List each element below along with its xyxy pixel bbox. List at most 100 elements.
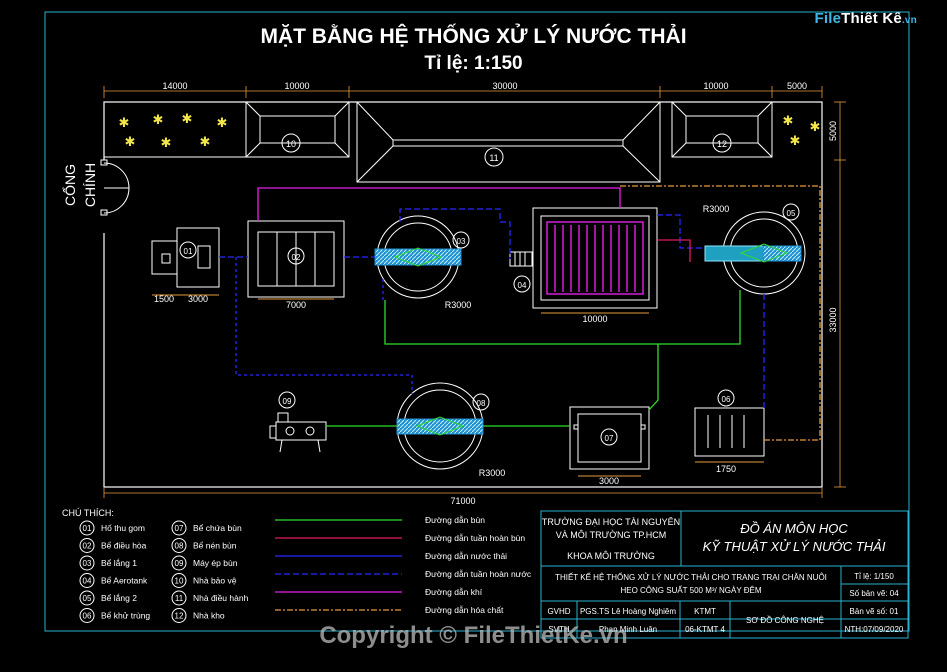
equalization-tank-02 — [247, 220, 345, 300]
legend-item-05: 05 Bể lắng 2 — [79, 590, 137, 606]
line-legend-label: Đường dẫn bùn — [425, 515, 485, 525]
tb-project-2: KỸ THUẬT XỬ LÝ NƯỚC THẢI — [703, 539, 886, 554]
legend-label: Bể Aerotank — [101, 576, 148, 586]
svg-text:✱: ✱ — [119, 115, 130, 130]
primary-clarifier-03 — [374, 215, 470, 299]
svg-text:✱: ✱ — [161, 135, 172, 150]
line-legend-label: Đường dẫn hóa chất — [425, 605, 504, 615]
line-legend-label: Đường dẫn nước thải — [425, 551, 507, 561]
dim-right-big: 33000 — [828, 307, 838, 332]
unit-label-06: 06 — [722, 395, 731, 404]
main-gate — [100, 159, 130, 233]
line-legend-item: Đường dẫn bùn — [275, 515, 485, 525]
legend-label: Nhà điều hành — [193, 593, 249, 603]
legend-number: 10 — [175, 577, 184, 586]
dim-top-3: 30000 — [492, 81, 517, 91]
legend-number: 03 — [83, 559, 92, 568]
unit-label-10: 10 — [286, 139, 296, 149]
unit-label-03: 03 — [457, 237, 466, 246]
line-legend-label: Đường dẫn khí — [425, 587, 483, 597]
tb-date: NTH:07/09/2020 — [845, 625, 904, 634]
copyright-watermark: Copyright © FileThietKe.vn — [319, 622, 628, 649]
dim-07: 3000 — [599, 476, 619, 486]
tb-faculty: KHOA MÔI TRƯỜNG — [567, 551, 655, 561]
tb-scale: Tỉ lệ: 1/150 — [854, 572, 894, 581]
tb-school-2: VÀ MÔI TRƯỜNG TP.HCM — [556, 530, 666, 540]
dim-top-2: 10000 — [284, 81, 309, 91]
legend-number: 08 — [175, 542, 184, 551]
legend-number: 05 — [83, 594, 92, 603]
svg-text:✱: ✱ — [200, 134, 211, 149]
unit-label-08: 08 — [477, 399, 486, 408]
unit-label-01: 01 — [184, 247, 193, 256]
svg-text:✱: ✱ — [810, 119, 821, 134]
legend-label: Bể lắng 2 — [101, 593, 137, 603]
svg-text:✱: ✱ — [125, 134, 136, 149]
unit-label-04: 04 — [518, 281, 527, 290]
aeration-grid — [546, 221, 644, 295]
dim-01a: 1500 — [154, 294, 174, 304]
top-dimension-chain — [103, 86, 823, 98]
unit-label-05: 05 — [787, 209, 796, 218]
tb-gvhd-name: PGS.TS Lê Hoàng Nghiêm — [580, 607, 676, 616]
svg-text:✱: ✱ — [217, 115, 228, 130]
tb-svth-label: SVTH — [548, 625, 570, 634]
line-legend-item: Đường dẫn tuần hoàn nước — [275, 569, 532, 579]
legend-number: 12 — [175, 612, 184, 621]
dim-top-1: 14000 — [162, 81, 187, 91]
line-legend-item: Đường dẫn khí — [275, 587, 483, 597]
legend-label: Bể nén bùn — [193, 541, 237, 551]
legend-item-03: 03 Bể lắng 1 — [79, 555, 137, 571]
drawing-scale: Tỉ lệ: 1:150 — [424, 53, 523, 74]
line-legend-item: Đường dẫn hóa chất — [275, 605, 504, 615]
tb-copy-no: Bản vẽ số: 01 — [850, 607, 899, 616]
aerotank-04 — [509, 207, 658, 314]
legend-number: 06 — [83, 612, 92, 621]
legend-number: 02 — [83, 542, 92, 551]
unit-label-02: 02 — [292, 253, 301, 262]
tb-drawing: SƠ ĐỒ CÔNG NGHỆ — [746, 615, 824, 625]
line-legend-label: Đường dẫn tuần hoàn nước — [425, 569, 532, 579]
legend-label: Bể khử trùng — [101, 611, 150, 621]
dim-06: 1750 — [716, 464, 736, 474]
unit-label-12: 12 — [717, 139, 727, 149]
legend-label: Bể điều hòa — [101, 541, 147, 551]
svg-text:✱: ✱ — [790, 133, 801, 148]
legend-item-11: 11 Nhà điều hành — [171, 590, 249, 606]
tb-design-2: HEO CÔNG SUẤT 500 M³/ NGÀY ĐÊM — [620, 585, 761, 595]
storehouse-12 — [671, 101, 773, 158]
tb-svth-name: Phan Minh Luân — [599, 625, 657, 634]
tb-class-code: 06-KTMT 4 — [685, 625, 725, 634]
gate-label-2: CHÍNH — [82, 163, 98, 207]
drawing-title: MẶT BẰNG HỆ THỐNG XỬ LÝ NƯỚC THẢI — [260, 25, 687, 48]
sludge-press-09 — [269, 391, 327, 453]
garden-area: ✱✱✱✱ ✱✱✱ ✱✱✱ — [104, 102, 821, 158]
secondary-clarifier-05 — [704, 203, 806, 295]
gate-label-1: CỔNG — [61, 164, 78, 206]
guard-house-10 — [245, 101, 350, 158]
legend-title: CHÚ THÍCH: — [62, 508, 114, 518]
tb-sheet-no: Số bản vẽ: 04 — [849, 589, 899, 598]
sludge-tank-07 — [569, 406, 650, 477]
tree-icons: ✱✱✱✱ ✱✱✱ ✱✱✱ — [119, 111, 821, 150]
pipelines — [219, 185, 821, 441]
legend-number: 04 — [83, 577, 92, 586]
tb-design-1: THIẾT KẾ HỆ THỐNG XỬ LÝ NƯỚC THẢI CHO TR… — [555, 572, 827, 582]
dim-08: R3000 — [479, 468, 506, 478]
logo-part-thietke: Thiết Kế — [841, 10, 902, 27]
legend-item-02: 02 Bể điều hòa — [79, 538, 147, 553]
title-block — [540, 510, 909, 639]
legend-label: Bể lắng 1 — [101, 558, 137, 568]
tb-gvhd-label: GVHD — [547, 607, 570, 616]
legend-number: 11 — [175, 594, 184, 603]
svg-text:✱: ✱ — [153, 112, 164, 127]
legend-number: 09 — [175, 559, 184, 568]
dim-top-5: 5000 — [787, 81, 807, 91]
